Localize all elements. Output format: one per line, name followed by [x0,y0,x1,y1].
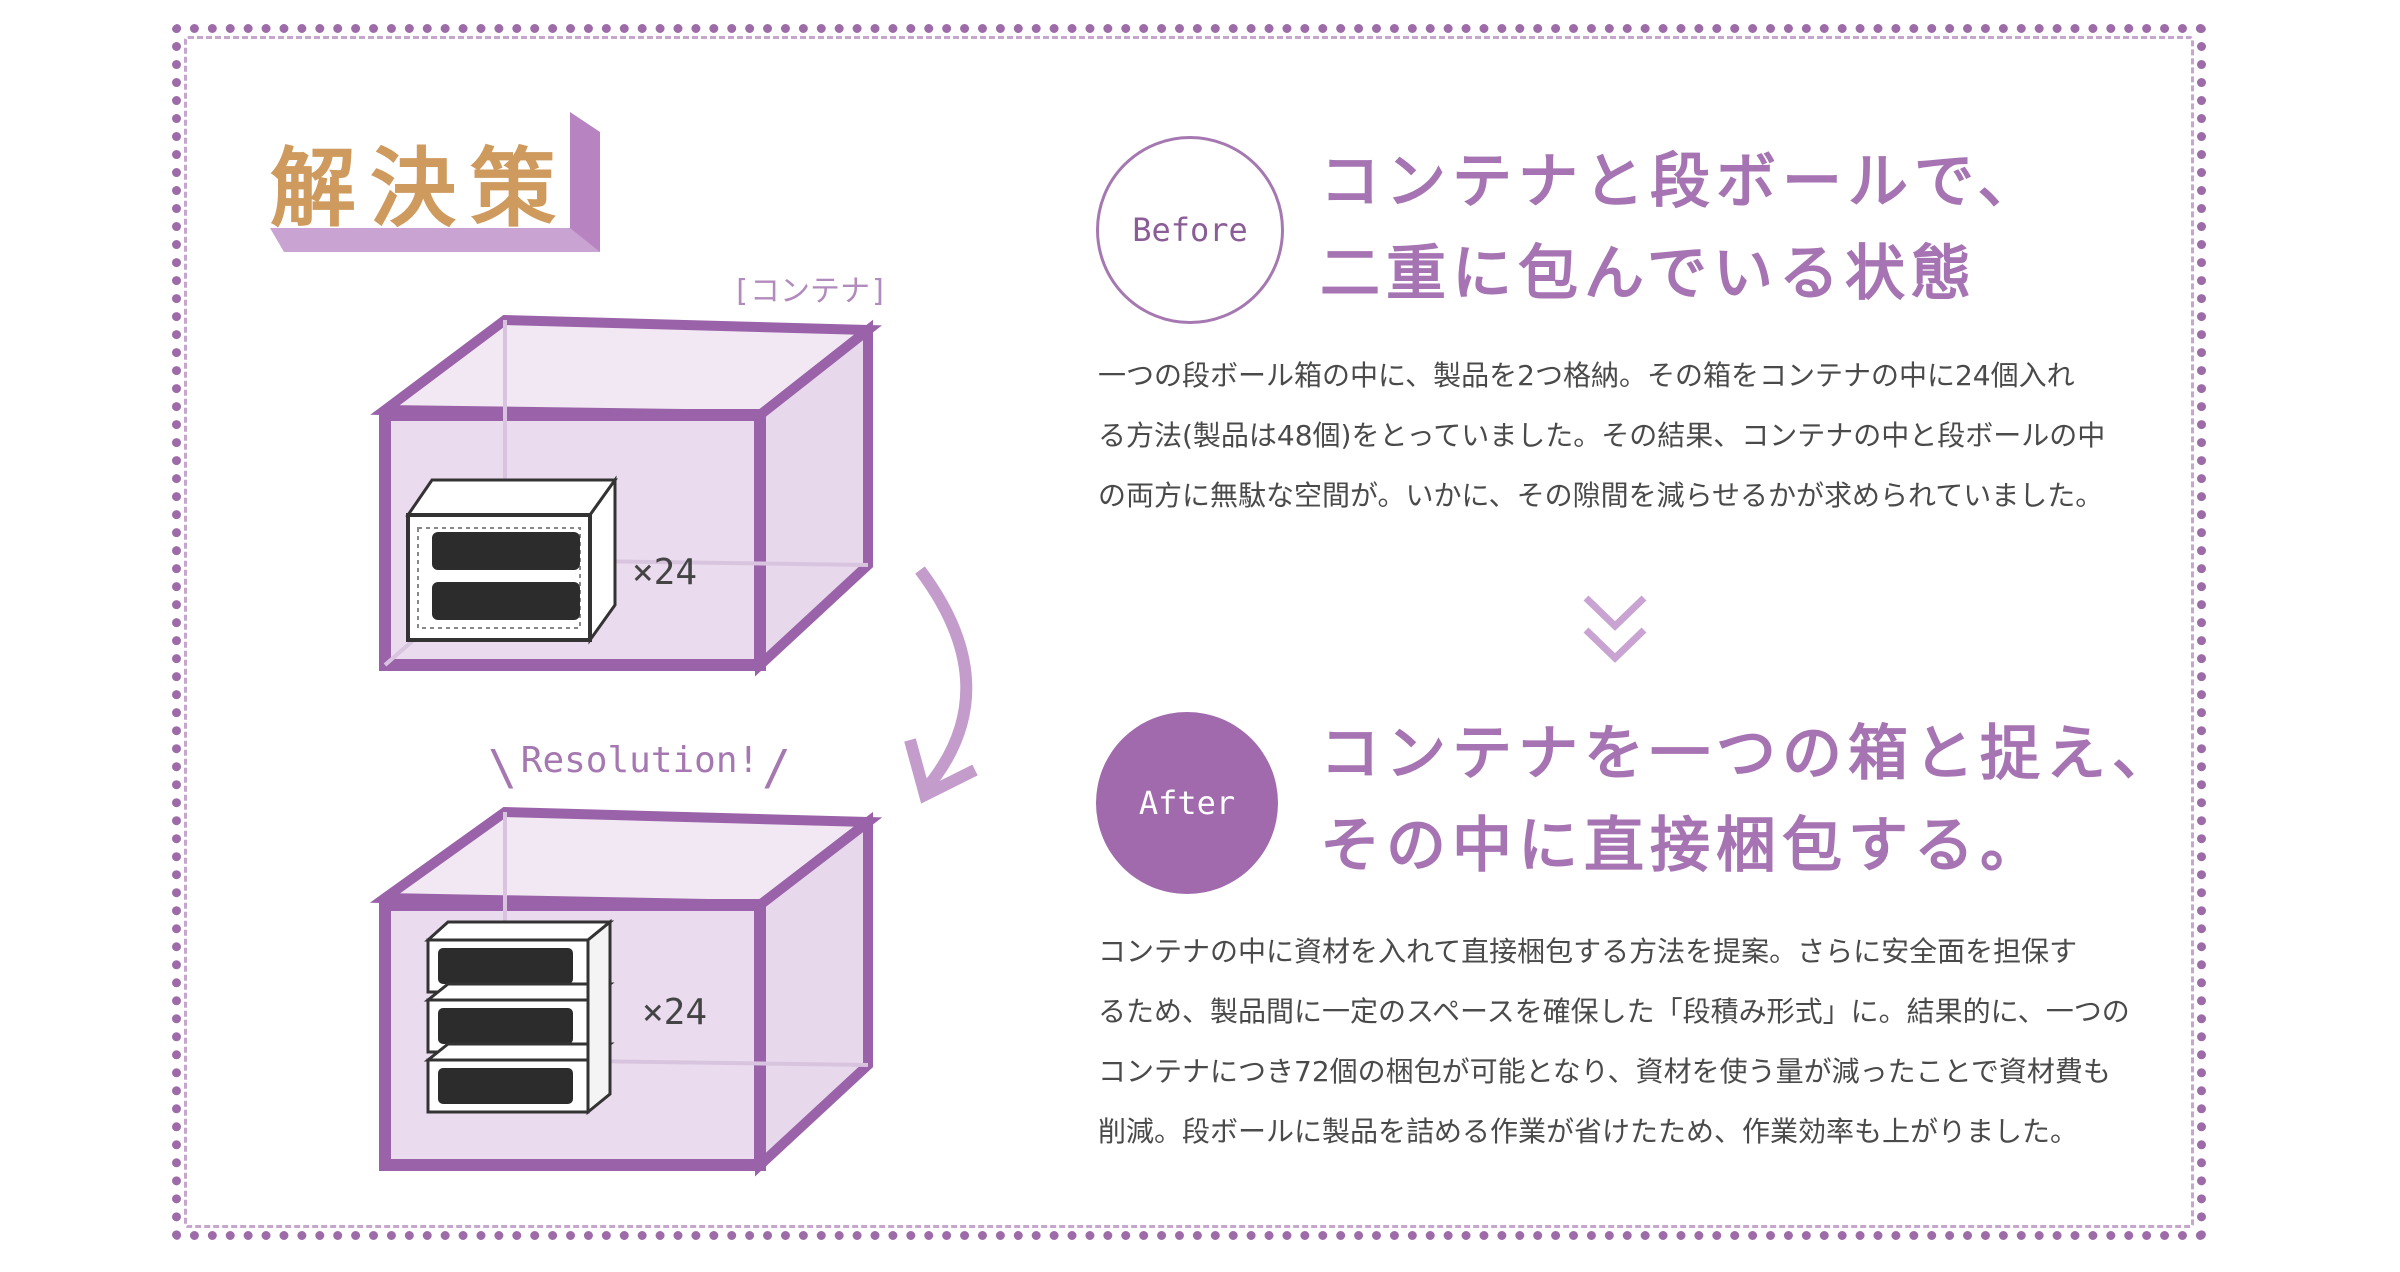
resolution-label: Resolution! [520,740,760,781]
after-text-line: るため、製品間に一定のスペースを確保した「段積み形式」に。結果的に、一つの [1098,995,2130,1028]
before-title-line: コンテナと段ボールで、 [1320,147,2044,217]
packing-illustration [369,314,978,1177]
bottom-count-label: ×24 [642,992,708,1033]
after-badge: After [1096,712,1278,894]
after-description: コンテナの中に資材を入れて直接梱包する方法を提案。さらに安全面を担保す るため、… [1098,922,2130,1162]
container-box-top [370,314,978,804]
before-text-line: る方法(製品は48個)をとっていました。その結果、コンテナの中と段ボールの中 [1098,419,2106,452]
after-text-line: コンテナの中に資材を入れて直接梱包する方法を提案。さらに安全面を担保す [1098,935,2078,968]
before-title-line: 二重に包んでいる状態 [1320,239,1977,309]
resolution-slash-left: \ [488,740,517,796]
container-label: [コンテナ] [732,274,889,309]
after-text-line: コンテナにつき72個の梱包が可能となり、資材を使う量が減ったことで資材費も [1098,1055,2111,1088]
resolution-slash-right: / [762,740,791,796]
double-chevron-down-icon [1583,595,1647,663]
before-badge: Before [1096,136,1284,324]
after-title: コンテナを一つの箱と捉え、 その中に直接梱包する。 [1320,708,2178,892]
before-text-line: の両方に無駄な空間が。いかに、その隙間を減らせるかが求められていました。 [1098,479,2104,512]
before-text-line: 一つの段ボール箱の中に、製品を2つ格納。その箱をコンテナの中に24個入れ [1098,359,2075,392]
after-text-line: 削減。段ボールに製品を詰める作業が省けたため、作業効率も上がりました。 [1098,1115,2079,1148]
after-title-line: コンテナを一つの箱と捉え、 [1320,719,2178,789]
top-count-label: ×24 [632,552,698,593]
decorative-border [172,24,2206,1240]
page-heading: 解決策 [270,138,570,239]
heading-tag-shape [270,112,600,252]
before-description: 一つの段ボール箱の中に、製品を2つ格納。その箱をコンテナの中に24個入れ る方法… [1098,346,2128,526]
after-title-line: その中に直接梱包する。 [1320,811,2046,881]
decorative-inner-border [184,36,2194,1228]
before-title: コンテナと段ボールで、 二重に包んでいる状態 [1320,136,2044,320]
container-box-bottom [369,806,883,1177]
